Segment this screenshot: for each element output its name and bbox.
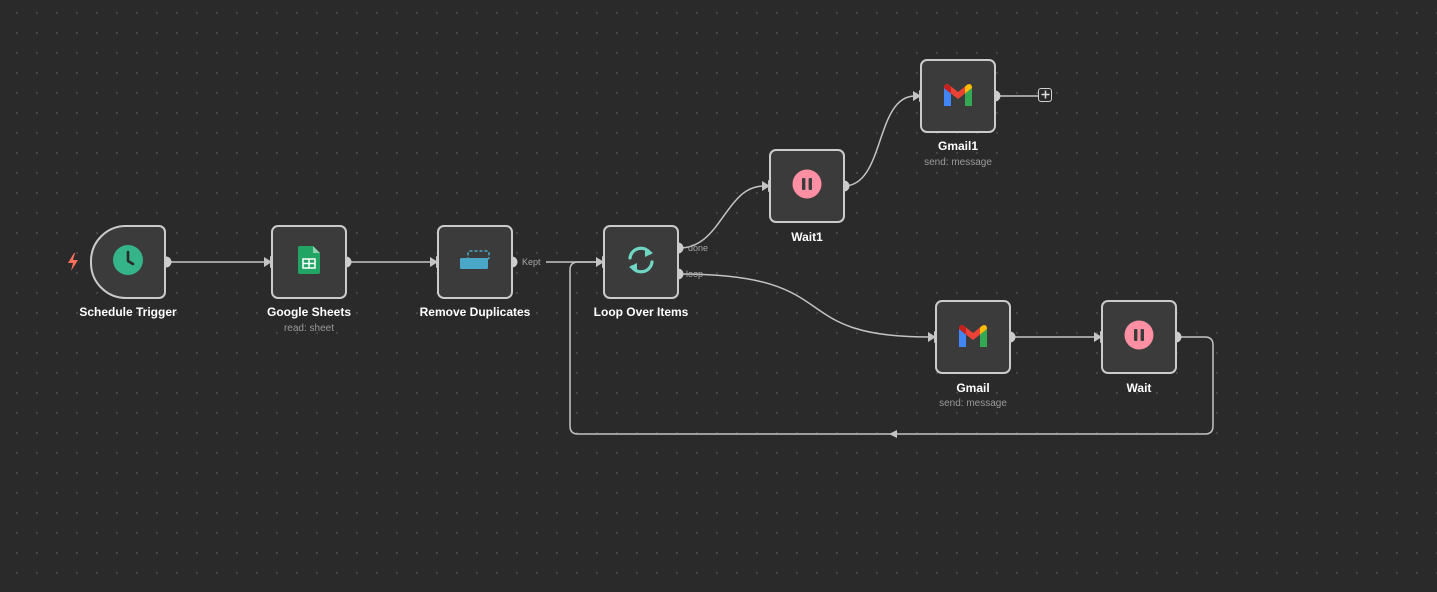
google-sheets-icon bbox=[298, 245, 320, 279]
node-label-wait: Wait bbox=[1126, 381, 1152, 395]
lightning-bolt-icon bbox=[66, 252, 80, 277]
node-schedule-trigger[interactable] bbox=[90, 225, 166, 299]
node-remove-duplicates[interactable] bbox=[437, 225, 513, 299]
node-loop-over-items[interactable] bbox=[603, 225, 679, 299]
node-subtitle-google-sheets: read: sheet bbox=[283, 323, 335, 334]
node-gmail[interactable] bbox=[935, 300, 1011, 374]
pause-icon bbox=[1124, 320, 1154, 355]
node-label-gmail1: Gmail1 bbox=[937, 139, 979, 153]
node-label-google-sheets: Google Sheets bbox=[266, 305, 352, 319]
node-google-sheets[interactable] bbox=[271, 225, 347, 299]
output-label-loop: loop bbox=[686, 269, 704, 279]
node-label-loop-over-items: Loop Over Items bbox=[593, 305, 689, 319]
node-wait1[interactable] bbox=[769, 149, 845, 223]
node-wait[interactable] bbox=[1101, 300, 1177, 374]
add-node-button[interactable] bbox=[1038, 88, 1052, 102]
node-subtitle-gmail1: send: message bbox=[924, 157, 992, 168]
node-label-schedule-trigger: Schedule Trigger bbox=[79, 305, 177, 319]
node-label-gmail: Gmail bbox=[956, 381, 990, 395]
return-direction-arrow bbox=[889, 430, 897, 438]
node-label-remove-duplicates: Remove Duplicates bbox=[419, 305, 531, 319]
output-label-done: done bbox=[688, 243, 709, 253]
gmail-icon bbox=[957, 323, 989, 352]
node-label-wait1: Wait1 bbox=[791, 230, 823, 244]
output-label-kept: Kept bbox=[522, 257, 541, 267]
gmail-icon bbox=[942, 82, 974, 111]
node-gmail1[interactable] bbox=[920, 59, 996, 133]
clock-icon bbox=[112, 244, 144, 281]
remove-duplicates-icon bbox=[459, 249, 491, 275]
node-subtitle-gmail: send: message bbox=[939, 398, 1007, 409]
loop-icon bbox=[624, 243, 658, 282]
plus-icon bbox=[1041, 86, 1050, 104]
pause-icon bbox=[792, 169, 822, 204]
